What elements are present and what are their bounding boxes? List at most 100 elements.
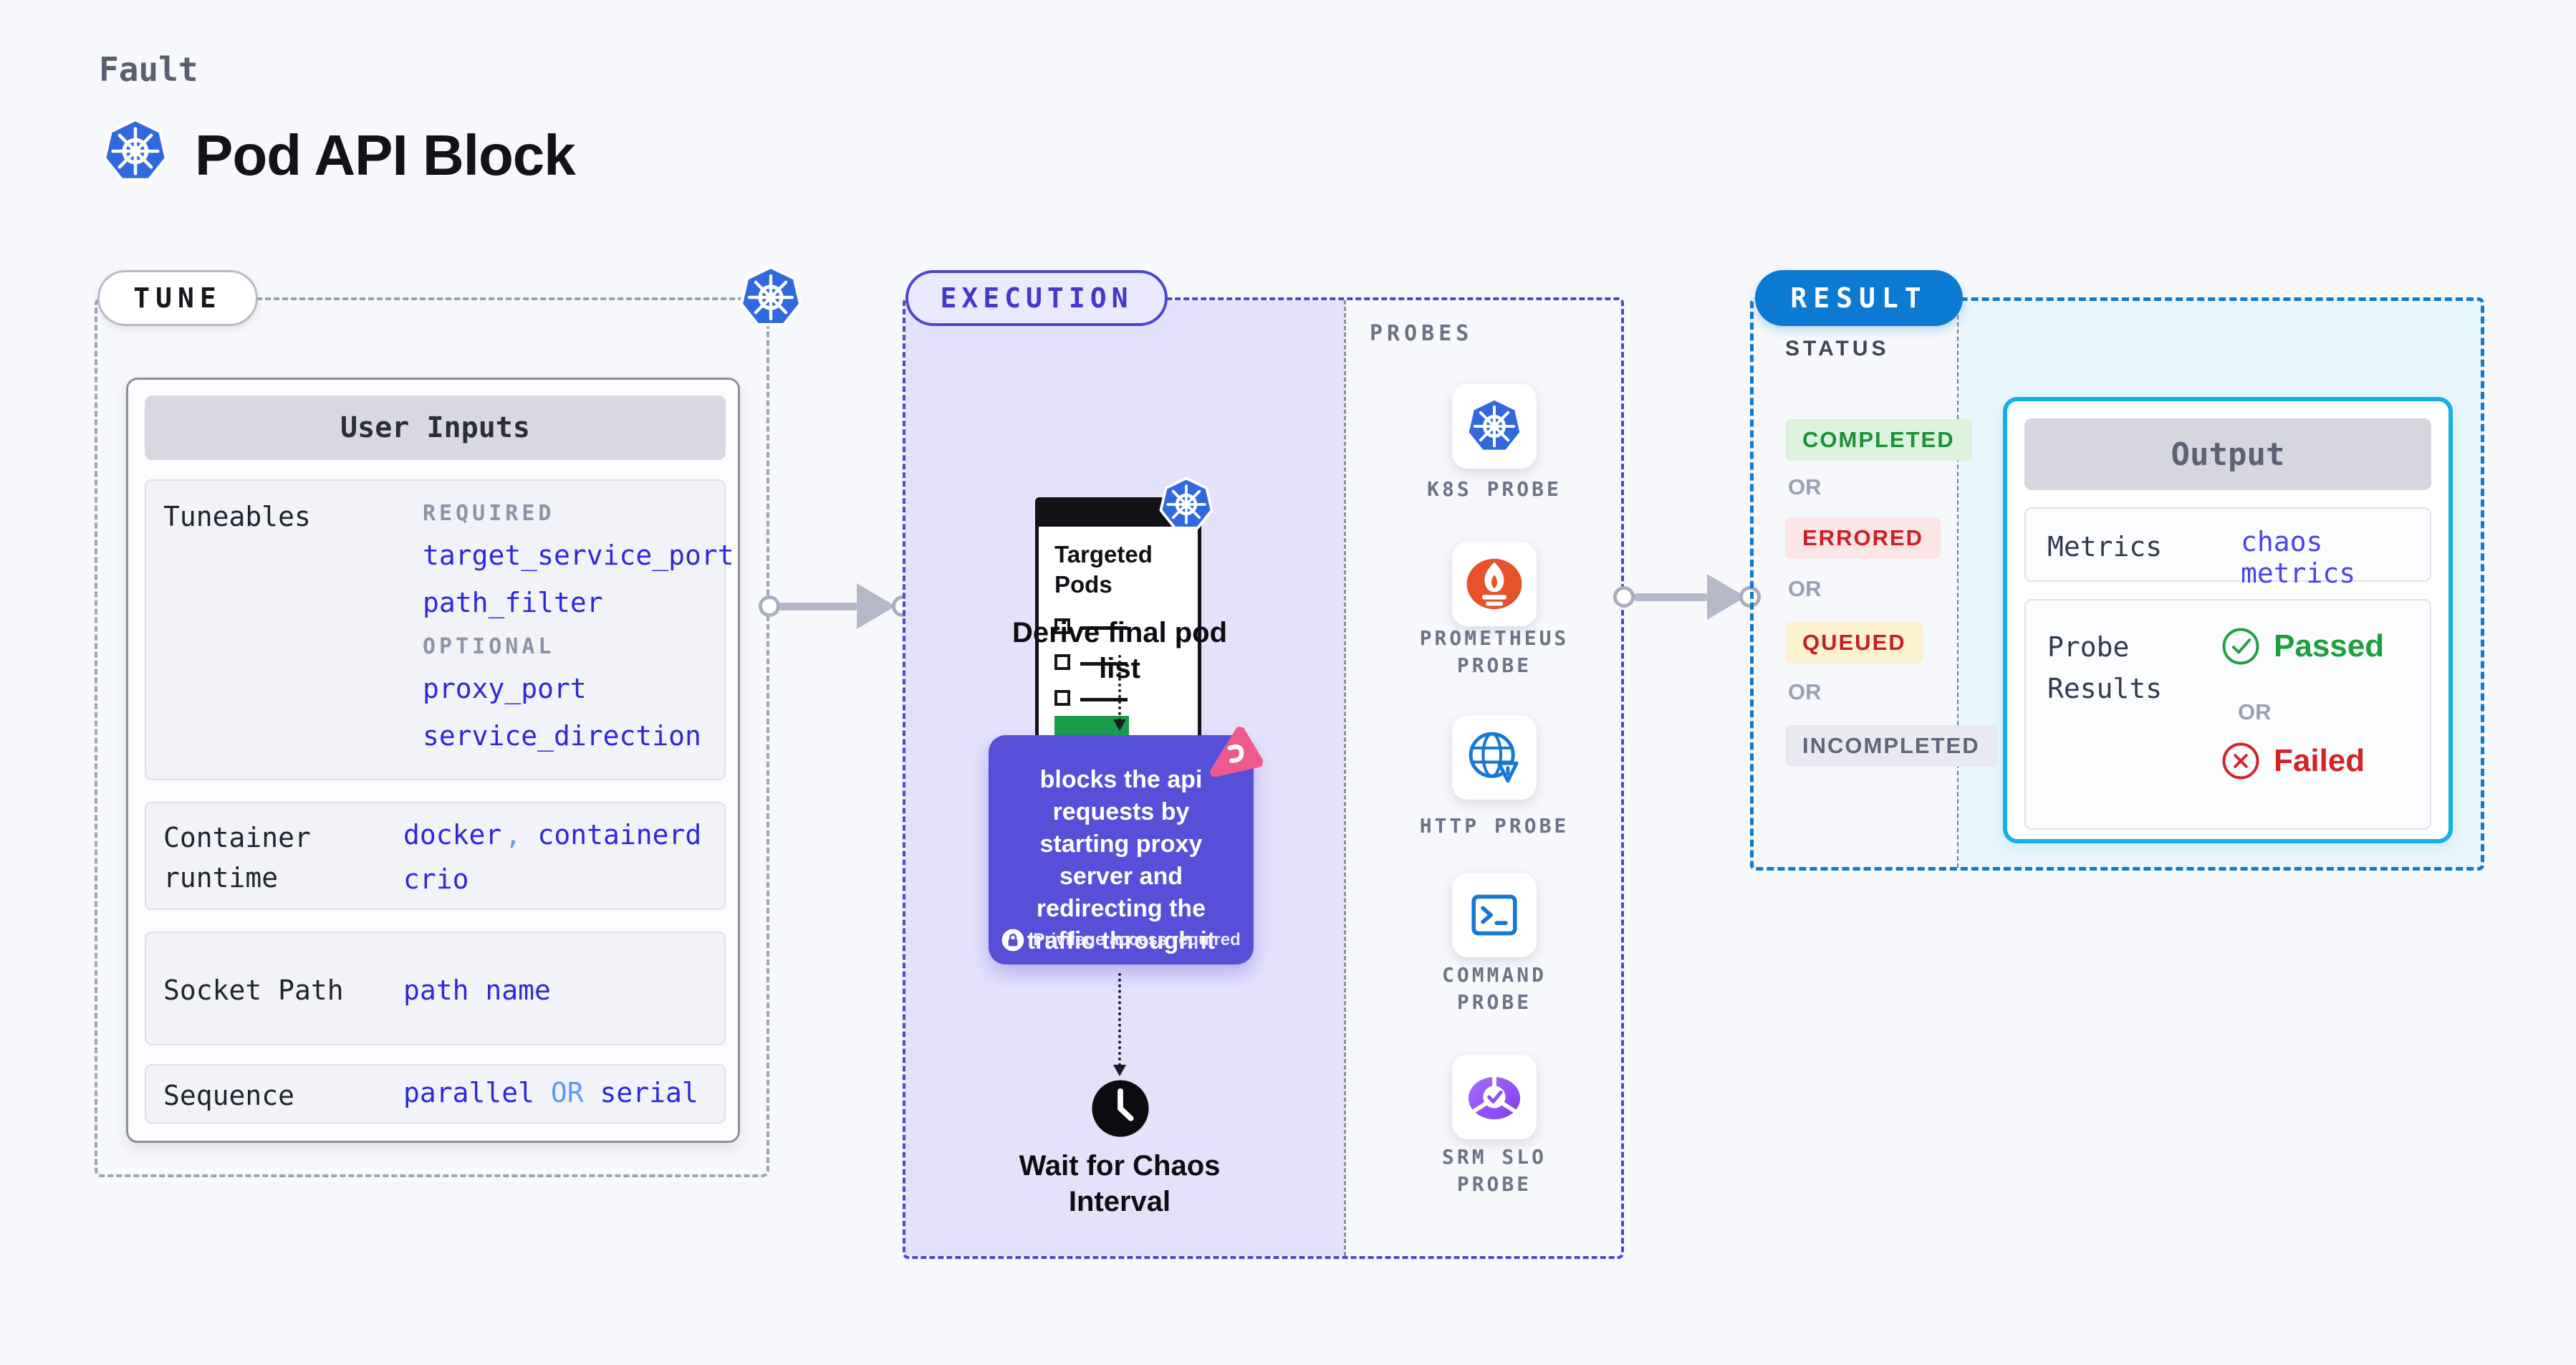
result-pill-label: RESULT xyxy=(1790,282,1928,314)
probe-card-command xyxy=(1452,873,1537,957)
tuneable-required-1: path_filter xyxy=(423,587,603,618)
probe-card-srm-slo xyxy=(1452,1055,1537,1139)
flow-connector xyxy=(1118,973,1121,1066)
tuneable-optional-1: service_direction xyxy=(423,720,701,752)
page-title: Pod API Block xyxy=(195,123,576,187)
probe-label-command: COMMAND PROBE xyxy=(1441,963,1547,1014)
probe-results-label: Probe Results xyxy=(2047,631,2163,704)
kubernetes-icon xyxy=(102,118,168,184)
tuneable-optional-0: proxy_port xyxy=(423,673,587,704)
fault-action-text: blocks the api requests by starting prox… xyxy=(1027,766,1216,954)
privilege-note-row: Privilege access required xyxy=(989,929,1254,952)
probe-card-http xyxy=(1452,715,1537,800)
failed-label: Failed xyxy=(2274,743,2365,778)
fault-action-box: blocks the api requests by starting prox… xyxy=(989,735,1254,964)
tune-pill: TUNE xyxy=(97,270,258,326)
kubernetes-icon xyxy=(1466,398,1523,455)
probe-label-prometheus: PROMETHEUS PROBE xyxy=(1419,626,1570,677)
or-separator: OR xyxy=(1788,474,1822,499)
check-circle-icon xyxy=(2222,628,2259,665)
pod-checklist-item xyxy=(1054,618,1128,638)
terminal-icon xyxy=(1466,886,1523,944)
execution-to-result-arrow xyxy=(1633,593,1708,601)
tuneable-required-0: target_service_port xyxy=(423,540,734,571)
user-inputs-card: User Inputs Tuneables REQUIRED target_se… xyxy=(126,378,740,1143)
passed-label: Passed xyxy=(2274,628,2385,664)
tune-pill-label: TUNE xyxy=(133,282,222,314)
runtime-docker: docker xyxy=(403,819,502,851)
sequence-or: OR xyxy=(550,1077,600,1108)
container-runtime-label: Container runtime xyxy=(163,822,311,894)
output-box: Output Metrics chaos metrics Probe Resul… xyxy=(2003,397,2453,843)
sequence-serial: serial xyxy=(600,1077,698,1108)
status-badge-errored: ERRORED xyxy=(1785,517,1941,559)
globe-alert-icon xyxy=(1465,728,1524,787)
tune-to-execution-arrowhead xyxy=(857,583,895,629)
failed-indicator: Failed xyxy=(2221,741,2365,781)
runtime-containerd: containerd xyxy=(537,819,702,851)
status-badge-incompleted: INCOMPLETED xyxy=(1785,725,1997,767)
flow-connector-arrowhead xyxy=(1113,1065,1126,1076)
metrics-label: Metrics xyxy=(2047,531,2163,562)
sequence-row: Sequence parallel OR serial xyxy=(145,1064,726,1124)
clock-icon xyxy=(1090,1078,1151,1139)
slo-donut-icon xyxy=(1465,1068,1524,1126)
optional-label: OPTIONAL xyxy=(423,634,555,659)
status-badge-queued: QUEUED xyxy=(1785,622,1923,664)
status-title: STATUS xyxy=(1785,337,1890,360)
probes-title: PROBES xyxy=(1370,321,1474,346)
derive-pod-list-step: Derive final pod list xyxy=(1011,617,1228,684)
execution-pill: EXECUTION xyxy=(905,270,1168,326)
status-badge-completed: COMPLETED xyxy=(1785,419,1972,461)
runtime-separator: , xyxy=(504,819,538,851)
fault-kicker: Fault xyxy=(99,50,198,89)
pod-checklist-item xyxy=(1054,690,1128,709)
targeted-pods-title: Targeted Pods xyxy=(1054,541,1153,598)
socket-path-label: Socket Path xyxy=(163,974,344,1006)
kubernetes-icon xyxy=(739,266,802,329)
tuneables-label: Tuneables xyxy=(163,501,311,532)
probe-label-srm-slo: SRM SLO PROBE xyxy=(1441,1145,1547,1196)
execution-pill-label: EXECUTION xyxy=(940,282,1133,314)
status-divider xyxy=(1957,301,1959,868)
runtime-crio: crio xyxy=(403,863,469,895)
execution-section-frame xyxy=(903,297,1624,1259)
x-circle-icon xyxy=(2222,742,2259,780)
user-inputs-title: User Inputs xyxy=(340,411,530,444)
socket-path-row: Socket Path path name xyxy=(145,931,726,1045)
probe-results-row: Probe Results Passed OR Failed xyxy=(2024,599,2431,830)
result-pill: RESULT xyxy=(1755,270,1963,326)
metrics-row: Metrics chaos metrics xyxy=(2024,507,2431,589)
probe-label-k8s: K8S PROBE xyxy=(1427,477,1562,501)
tune-section-frame xyxy=(95,297,769,1177)
passed-indicator: Passed xyxy=(2221,626,2384,666)
probe-card-prometheus xyxy=(1452,542,1537,626)
pod-checklist-item xyxy=(1054,654,1128,674)
socket-path-value: path name xyxy=(403,974,551,1006)
privilege-note: Privilege access required xyxy=(1033,930,1241,949)
wait-chaos-interval-step: Wait for Chaos Interval xyxy=(1019,1150,1221,1217)
or-separator: OR xyxy=(2238,699,2272,724)
output-header: Output xyxy=(2024,418,2431,490)
lock-icon xyxy=(1001,929,1025,952)
or-separator: OR xyxy=(1788,576,1822,601)
flow-connector xyxy=(1118,655,1121,721)
metrics-value: chaos metrics xyxy=(2241,526,2356,589)
or-separator: OR xyxy=(1788,679,1822,704)
container-runtime-row: Container runtime docker , containerd cr… xyxy=(145,802,726,910)
required-label: REQUIRED xyxy=(423,501,555,526)
prometheus-icon xyxy=(1466,558,1522,610)
litmus-chaos-icon xyxy=(1204,723,1267,786)
tuneables-row: Tuneables REQUIRED target_service_port p… xyxy=(145,479,734,780)
connector-dot xyxy=(1613,586,1635,608)
result-section-frame xyxy=(1750,297,2484,871)
output-title: Output xyxy=(2171,436,2285,473)
sequence-label: Sequence xyxy=(163,1080,295,1111)
sequence-parallel: parallel xyxy=(403,1077,551,1108)
user-inputs-header: User Inputs xyxy=(145,396,726,460)
flow-connector-arrowhead xyxy=(1113,719,1126,731)
kubernetes-icon xyxy=(1159,477,1213,532)
connector-dot xyxy=(759,595,780,617)
probe-label-http: HTTP PROBE xyxy=(1419,814,1570,838)
